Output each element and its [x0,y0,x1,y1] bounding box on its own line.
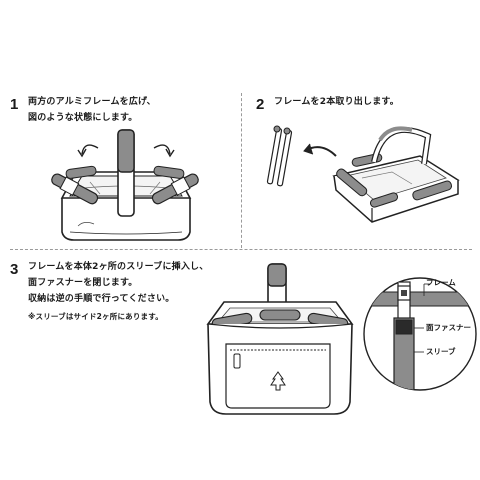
step-1-bag-illustration [51,129,199,241]
frame-label: フレーム [426,278,456,287]
step-3-line-1: フレームを本体2ヶ所のスリーブに挿入し、 [28,262,209,272]
vertical-divider [241,93,242,248]
step-1-number: 1 [10,96,19,113]
step-1-line-2: 図のような状態にします。 [28,113,138,123]
step-3-line-3: 収納は逆の手順で行ってください。 [28,294,175,304]
step-3-line-2: 面ファスナーを閉じます。 [28,278,138,288]
horizontal-divider [10,249,472,250]
step-3-number: 3 [10,261,19,278]
sleeve-detail-callout [363,277,477,391]
sleeve-label: スリーブ [426,347,456,356]
step-2-line-1: フレームを2本取り出します。 [274,97,399,107]
brand-logo-icon [270,371,286,391]
fastener-label: 面ファスナー [426,323,471,332]
step-1-line-1: 両方のアルミフレームを広げ、 [28,97,156,107]
step-2-number: 2 [256,96,265,113]
step-2-frames-illustration [266,125,460,223]
step-3-note: ※スリーブはサイド2ヶ所にあります。 [28,312,163,321]
step-3-bag-illustration [206,263,354,415]
